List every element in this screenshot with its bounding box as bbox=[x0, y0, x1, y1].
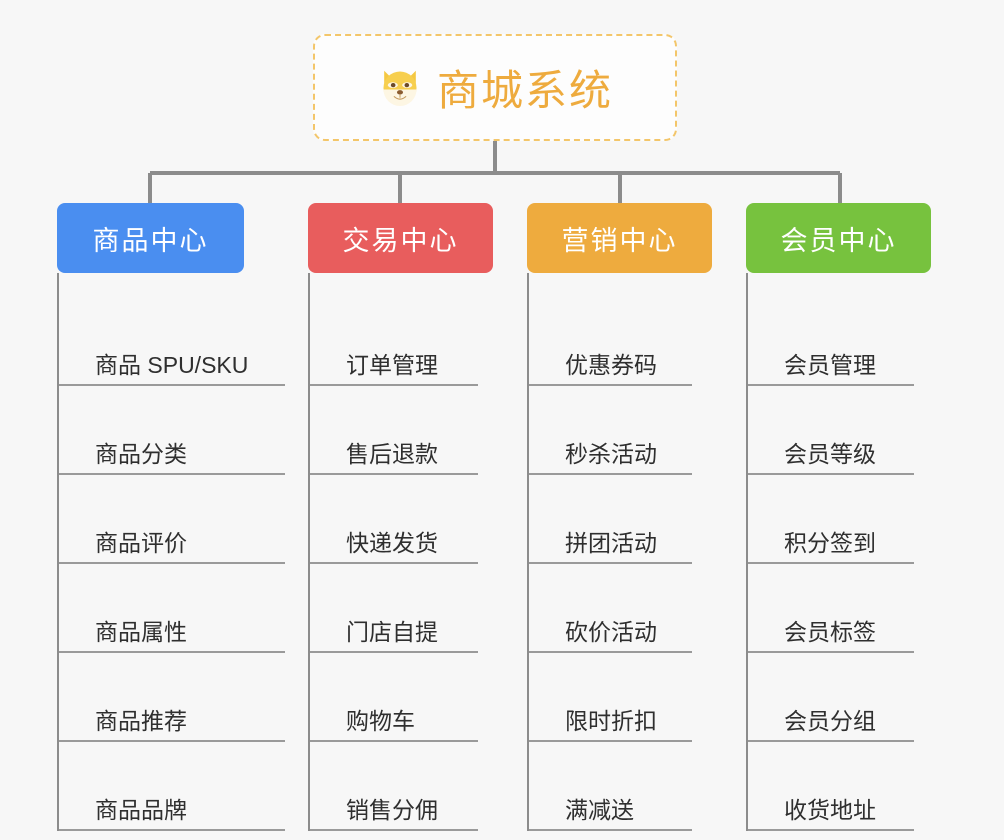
list-item[interactable]: 商品品牌 bbox=[57, 742, 285, 831]
leaf-label: 会员管理 bbox=[784, 351, 876, 378]
leaf-label: 销售分佣 bbox=[346, 796, 438, 823]
list-item[interactable]: 商品评价 bbox=[57, 475, 285, 564]
list-item[interactable]: 购物车 bbox=[308, 653, 478, 742]
column-trade-center: 交易中心 订单管理 售后退款 快递发货 门店自提 购物车 销售分佣 bbox=[308, 203, 493, 831]
leaf-label: 积分签到 bbox=[784, 529, 876, 556]
leaf-list-trade-center: 订单管理 售后退款 快递发货 门店自提 购物车 销售分佣 bbox=[308, 273, 478, 831]
leaf-label: 快递发货 bbox=[346, 529, 438, 556]
column-marketing-center: 营销中心 优惠券码 秒杀活动 拼团活动 砍价活动 限时折扣 满减送 bbox=[527, 203, 712, 831]
list-item[interactable]: 商品属性 bbox=[57, 564, 285, 653]
root-node[interactable]: 商城系统 bbox=[313, 34, 677, 141]
column-member-center: 会员中心 会员管理 会员等级 积分签到 会员标签 会员分组 收货地址 bbox=[746, 203, 931, 831]
leaf-label: 商品属性 bbox=[95, 618, 187, 645]
leaf-label: 优惠券码 bbox=[565, 351, 657, 378]
leaf-label: 限时折扣 bbox=[565, 707, 657, 734]
leaf-label: 商品分类 bbox=[95, 440, 187, 467]
leaf-label: 拼团活动 bbox=[565, 529, 657, 556]
list-item[interactable]: 会员标签 bbox=[746, 564, 914, 653]
leaf-list-marketing-center: 优惠券码 秒杀活动 拼团活动 砍价活动 限时折扣 满减送 bbox=[527, 273, 692, 831]
list-item[interactable]: 商品分类 bbox=[57, 386, 285, 475]
leaf-label: 商品推荐 bbox=[95, 707, 187, 734]
leaf-label: 秒杀活动 bbox=[565, 440, 657, 467]
category-title: 商品中心 bbox=[92, 225, 209, 256]
dog-face-icon bbox=[377, 65, 423, 111]
list-item[interactable]: 会员等级 bbox=[746, 386, 914, 475]
list-item[interactable]: 优惠券码 bbox=[527, 297, 692, 386]
list-item[interactable]: 会员分组 bbox=[746, 653, 914, 742]
category-header-trade-center[interactable]: 交易中心 bbox=[308, 203, 493, 273]
column-product-center: 商品中心 商品 SPU/SKU 商品分类 商品评价 商品属性 商品推荐 商品品牌 bbox=[57, 203, 285, 831]
root-title: 商城系统 bbox=[436, 67, 613, 114]
leaf-label: 购物车 bbox=[346, 707, 415, 734]
leaf-label: 售后退款 bbox=[346, 440, 438, 467]
leaf-label: 砍价活动 bbox=[565, 618, 657, 645]
category-header-member-center[interactable]: 会员中心 bbox=[746, 203, 931, 273]
leaf-label: 商品品牌 bbox=[95, 796, 187, 823]
list-item[interactable]: 会员管理 bbox=[746, 297, 914, 386]
list-item[interactable]: 砍价活动 bbox=[527, 564, 692, 653]
list-item[interactable]: 拼团活动 bbox=[527, 475, 692, 564]
list-item[interactable]: 商品推荐 bbox=[57, 653, 285, 742]
leaf-label: 门店自提 bbox=[346, 618, 438, 645]
leaf-label: 会员分组 bbox=[784, 707, 876, 734]
leaf-list-member-center: 会员管理 会员等级 积分签到 会员标签 会员分组 收货地址 bbox=[746, 273, 914, 831]
leaf-list-product-center: 商品 SPU/SKU 商品分类 商品评价 商品属性 商品推荐 商品品牌 bbox=[57, 273, 285, 831]
leaf-label: 订单管理 bbox=[346, 351, 438, 378]
list-item[interactable]: 积分签到 bbox=[746, 475, 914, 564]
leaf-label: 会员标签 bbox=[784, 618, 876, 645]
list-item[interactable]: 售后退款 bbox=[308, 386, 478, 475]
leaf-label: 会员等级 bbox=[784, 440, 876, 467]
list-item[interactable]: 满减送 bbox=[527, 742, 692, 831]
category-title: 营销中心 bbox=[561, 225, 678, 256]
list-item[interactable]: 快递发货 bbox=[308, 475, 478, 564]
list-item[interactable]: 订单管理 bbox=[308, 297, 478, 386]
list-item[interactable]: 销售分佣 bbox=[308, 742, 478, 831]
category-header-product-center[interactable]: 商品中心 bbox=[57, 203, 244, 273]
list-item[interactable]: 秒杀活动 bbox=[527, 386, 692, 475]
leaf-label: 满减送 bbox=[565, 796, 634, 823]
category-title: 交易中心 bbox=[342, 225, 459, 256]
leaf-label: 收货地址 bbox=[784, 796, 876, 823]
leaf-label: 商品评价 bbox=[95, 529, 187, 556]
list-item[interactable]: 限时折扣 bbox=[527, 653, 692, 742]
list-item[interactable]: 收货地址 bbox=[746, 742, 914, 831]
category-header-marketing-center[interactable]: 营销中心 bbox=[527, 203, 712, 273]
category-title: 会员中心 bbox=[780, 225, 897, 256]
list-item[interactable]: 商品 SPU/SKU bbox=[57, 297, 285, 386]
list-item[interactable]: 门店自提 bbox=[308, 564, 478, 653]
leaf-label: 商品 SPU/SKU bbox=[95, 351, 249, 378]
